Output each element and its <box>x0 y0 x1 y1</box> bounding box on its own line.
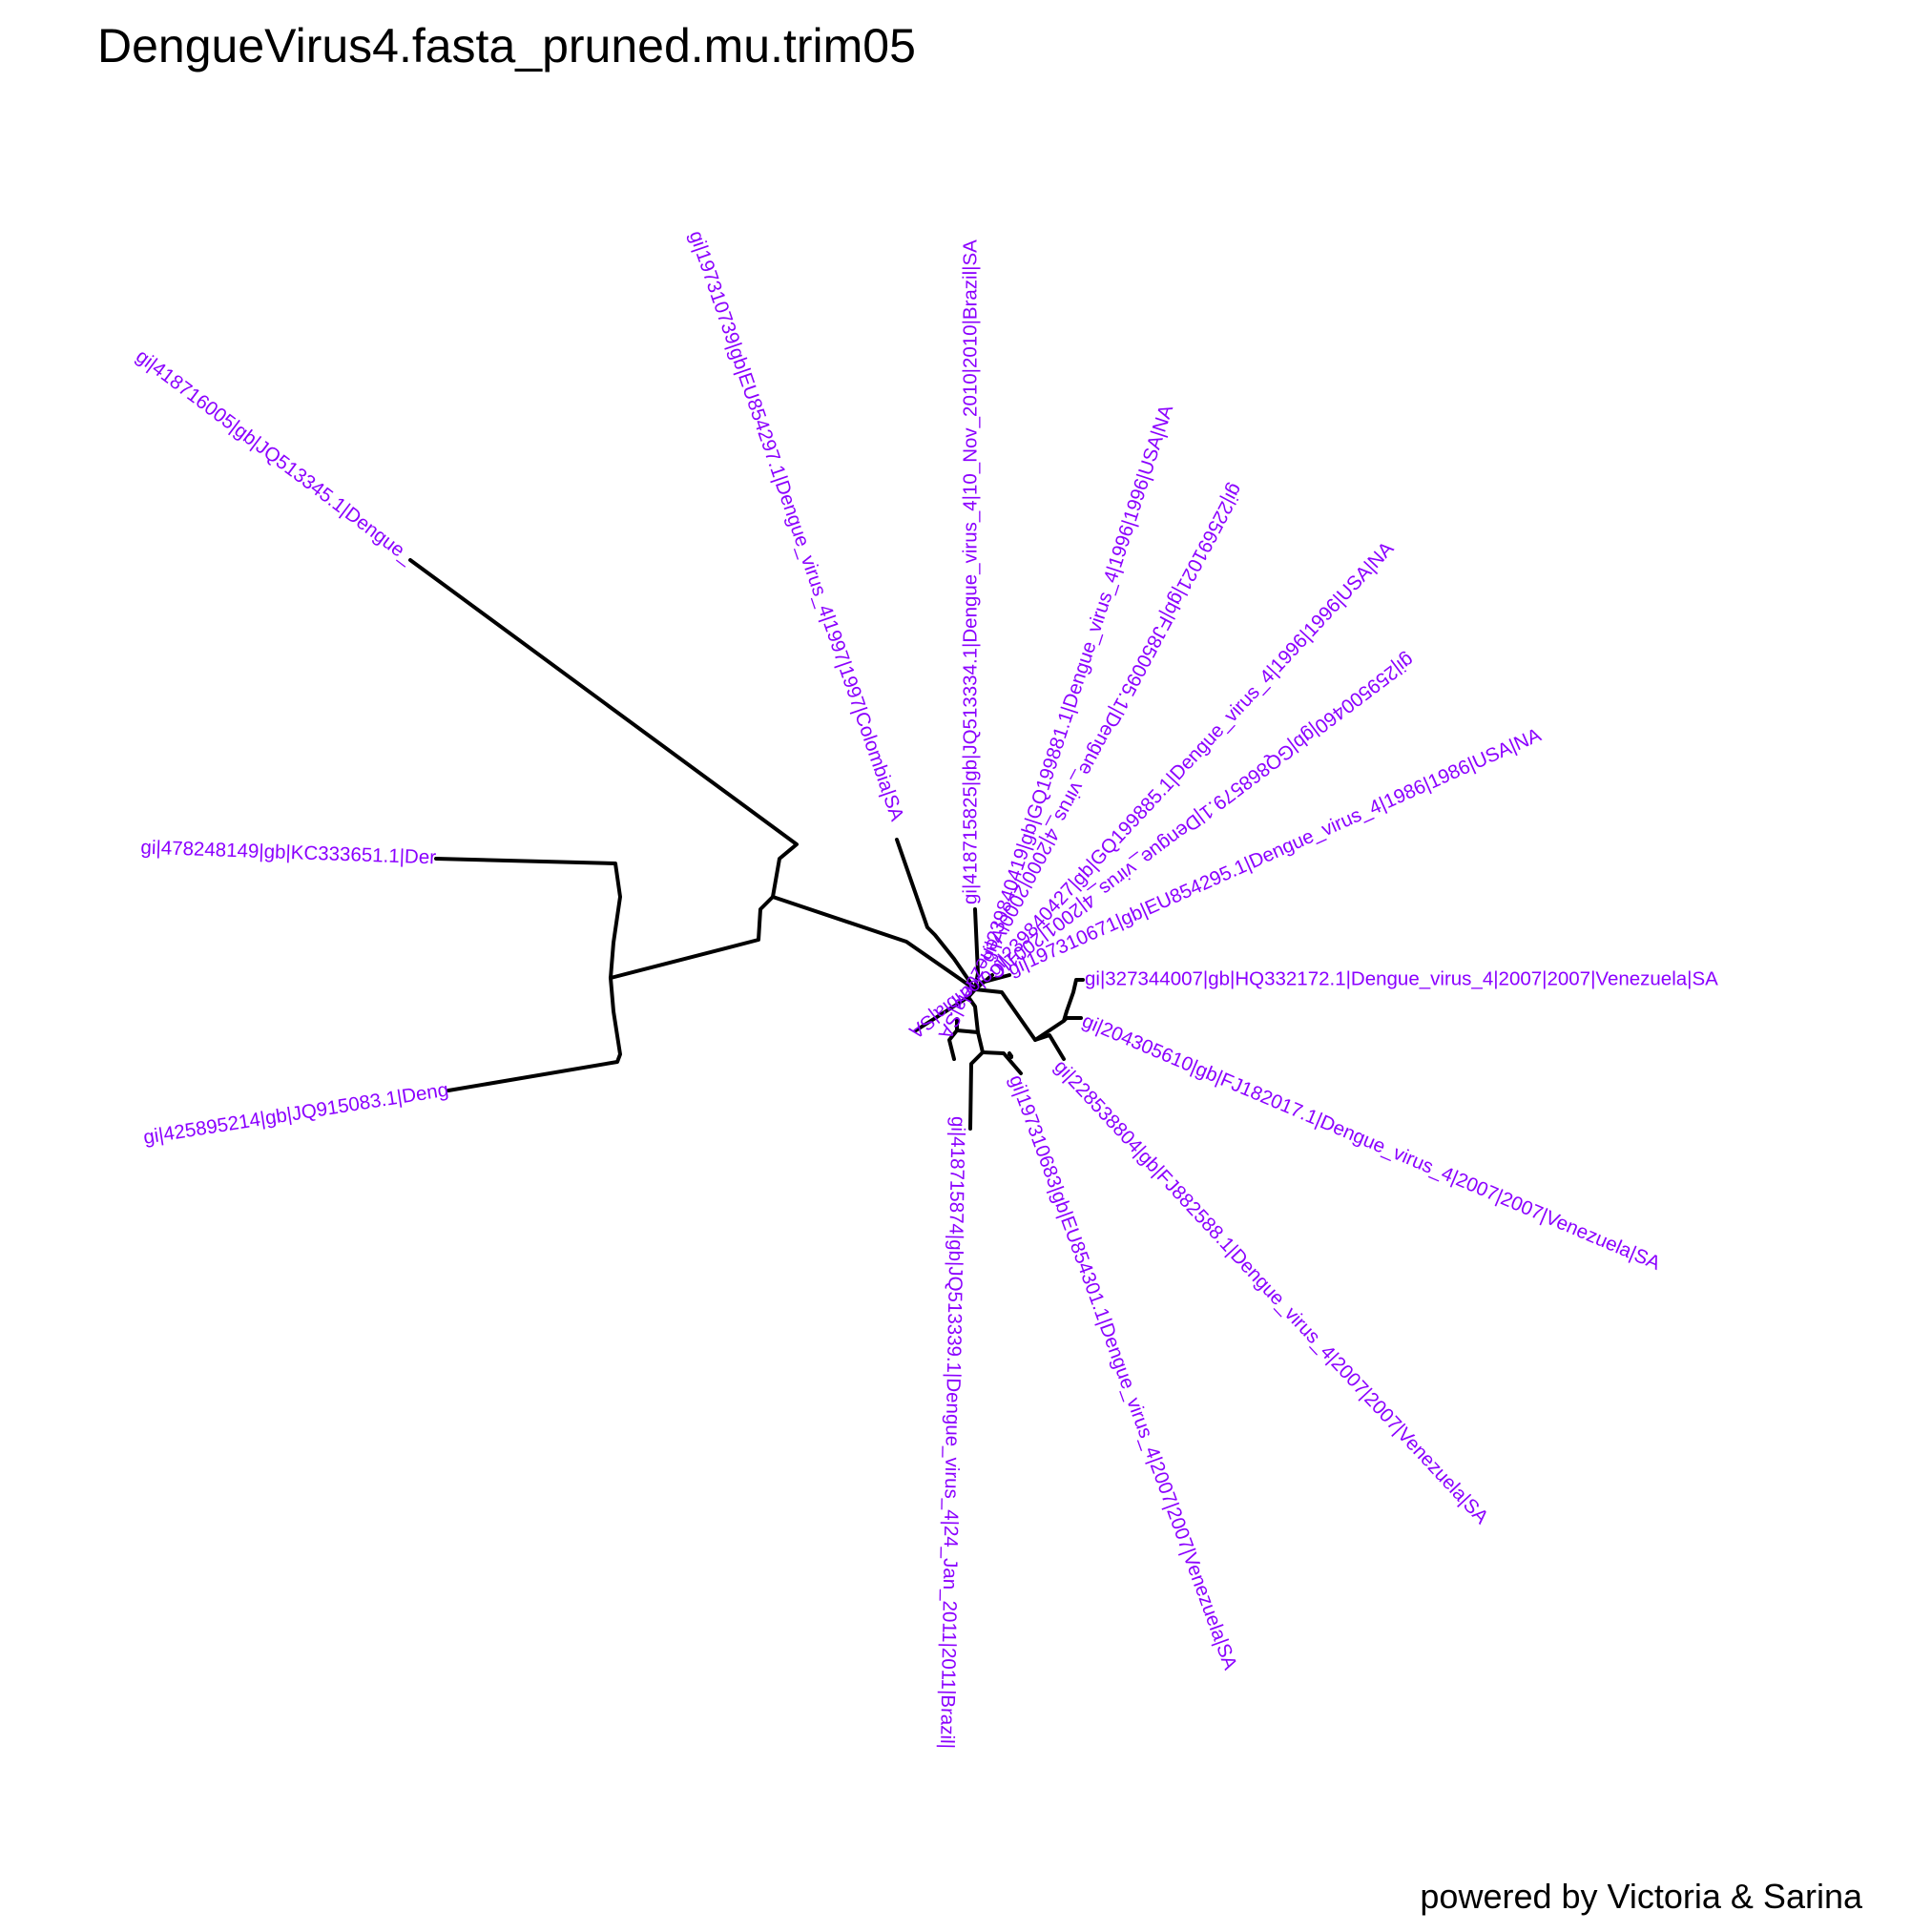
branch-tip-eu854297 <box>895 838 977 991</box>
branch-clade-lower <box>947 995 980 1061</box>
branch-tip-jq915083 <box>447 976 622 1092</box>
tip-label: gi|418715825|gb|JQ513334.1|Dengue_virus_… <box>959 239 981 904</box>
branch-tip-jq513339-main <box>968 1050 985 1131</box>
tip-label: gi|425895214|gb|JQ915083.1|Deng <box>142 1079 450 1149</box>
footer-credit: powered by Victoria & Sarina <box>1420 1877 1863 1916</box>
branch-tip-eu854295 <box>979 973 1011 985</box>
tip-label: gi|327344007|gb|HQ332172.1|Dengue_virus_… <box>1085 967 1718 989</box>
branch-tip-hq332172 <box>1065 978 1085 1013</box>
figure-title: DengueVirus4.fasta_pruned.mu.trim05 <box>97 19 916 73</box>
branch-backbone-left <box>609 895 977 991</box>
branch-clade-venezuela <box>973 987 1069 1042</box>
branch-tip-jq513334 <box>973 907 980 991</box>
tip-label: gi|197310683|gb|EU854301.1|Dengue_virus_… <box>1005 1072 1241 1673</box>
tip-label: gi|197310739|gb|EU854297.1|Dengue_virus_… <box>685 228 908 824</box>
tip-label: gi|418715874|gb|JQ513339.1|Dengue_virus_… <box>936 1116 969 1749</box>
branch-tip-fj882588 <box>1033 1033 1066 1061</box>
branch-tip-eu854301 <box>1008 1051 1013 1059</box>
branch-lower-junction <box>976 1030 1023 1075</box>
tip-label: gi|204305610|gb|FJ182017.1|Dengue_virus_… <box>1079 1009 1664 1275</box>
tip-label: gi|418716005|gb|JQ513345.1|Dengue_ <box>132 345 418 569</box>
branch-tip-jq513345 <box>408 558 799 899</box>
branch-clade-kc-jq <box>434 857 622 980</box>
tree-branches <box>408 558 1085 1131</box>
branch-tip-fj182017 <box>1062 1016 1083 1023</box>
tip-label: gi|478248149|gb|KC333651.1|Der <box>140 837 436 869</box>
tip-label: gi|228538804|gb|FJ882588.1|Dengue_virus_… <box>1049 1055 1492 1528</box>
tree-tip-labels: gi|418716005|gb|JQ513345.1|Dengue_ gi|478… <box>132 228 1718 1749</box>
